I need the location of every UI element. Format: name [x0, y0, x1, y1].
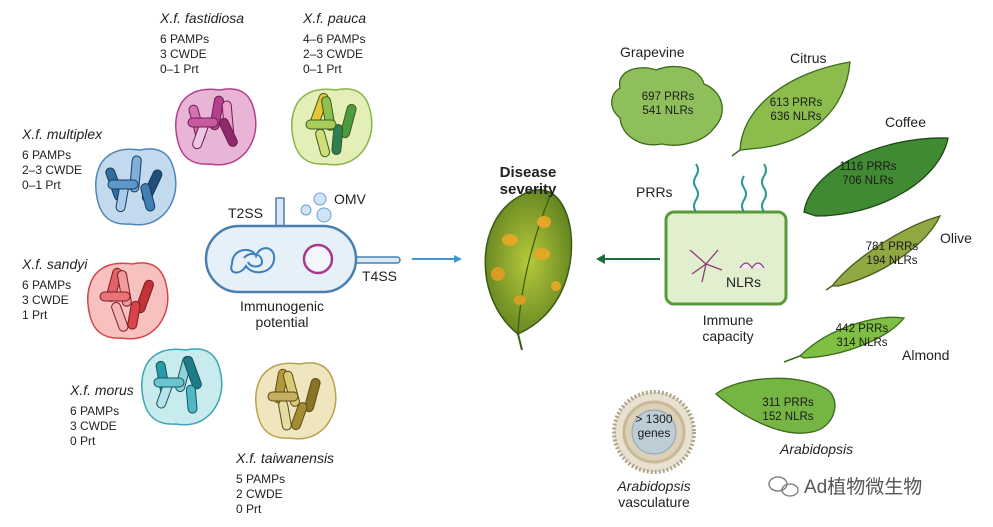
leaf-citrus [739, 61, 851, 151]
cluster-multiplex [95, 148, 177, 226]
species-name: X.f. multiplex [22, 126, 103, 142]
arrow-from-immune [596, 254, 660, 264]
stat-line: 6 PAMPs [70, 404, 120, 418]
prr-count: 311 PRRs [762, 397, 814, 409]
watermark-text: Ad植物微生物 [804, 477, 923, 498]
host-name-coffee: Coffee [885, 114, 926, 130]
cluster-pauca [291, 88, 373, 166]
caption-line: vasculature [618, 494, 690, 510]
stat-line: 3 CWDE [160, 47, 207, 61]
diseased-leaf [484, 189, 573, 351]
stat-line: 3 CWDE [70, 419, 117, 433]
host-name-arabidopsis: Arabidopsis [780, 441, 854, 457]
vasculature-caption: Arabidopsis vasculature [604, 478, 704, 510]
stat-line: 3 CWDE [22, 293, 69, 307]
bacterial-cell [204, 192, 401, 294]
species-name: X.f. pauca [303, 10, 367, 26]
host-name-almond: Almond [902, 347, 950, 363]
leaf-almond [798, 316, 906, 359]
pathogen-morus: X.f. morus 6 PAMPs 3 CWDE 0 Prt [70, 382, 134, 449]
plant-cell-graphic [664, 163, 788, 306]
caption-line: capacity [702, 328, 754, 344]
title-line: severity [499, 181, 557, 198]
cluster-taiwanensis [255, 362, 337, 440]
caption-line: Immune [702, 312, 754, 328]
arrow-to-disease [412, 255, 462, 263]
nlr-count: 636 NLRs [770, 111, 822, 123]
stat-line: 4–6 PAMPs [303, 32, 366, 46]
stat-line: 0 Prt [236, 502, 262, 516]
stat-line: 0–1 Prt [160, 62, 199, 76]
cluster-fastidiosa [175, 88, 257, 166]
cluster-morus [141, 348, 223, 426]
t4ss-label: T4SS [362, 268, 398, 284]
stat-line: 1 Prt [22, 308, 48, 322]
stat-line: 2–3 CWDE [303, 47, 364, 61]
immunogenic-caption: Immunogenic potential [232, 298, 332, 330]
leaf-counts-citrus: 613 PRRs 636 NLRs [756, 96, 836, 124]
pathogen-fastidiosa: X.f. fastidiosa 6 PAMPs 3 CWDE 0–1 Prt [160, 10, 244, 77]
host-name-olive: Olive [940, 230, 972, 246]
nlr-count: 194 NLRs [866, 255, 918, 267]
disease-severity-title: Disease severity [488, 164, 568, 198]
nlr-count: 314 NLRs [836, 337, 888, 349]
prr-count: 781 PRRs [865, 241, 919, 253]
species-name: X.f. fastidiosa [160, 10, 245, 26]
caption-line: potential [255, 314, 309, 330]
cluster-sandyi [87, 262, 169, 340]
stat-line: 0–1 Prt [303, 62, 342, 76]
stat-line: 6 PAMPs [22, 148, 72, 162]
title-line: Disease [499, 164, 557, 181]
leaf-counts-arabidopsis: 311 PRRs 152 NLRs [748, 396, 828, 424]
genes-line: > 1300 [635, 412, 673, 426]
prr-count: 613 PRRs [769, 97, 823, 109]
leaf-counts-olive: 781 PRRs 194 NLRs [852, 240, 932, 268]
stat-line: 6 PAMPs [160, 32, 210, 46]
stat-line: 0 Prt [70, 434, 96, 448]
leaf-arabidopsis [714, 377, 836, 434]
pathogen-sandyi: X.f. sandyi 6 PAMPs 3 CWDE 1 Prt [22, 256, 87, 323]
t2ss-label: T2SS [228, 205, 264, 221]
host-name-grapevine: Grapevine [620, 44, 685, 60]
leaf-coffee [803, 137, 949, 217]
leaf-counts-coffee: 1116 PRRs 706 NLRs [828, 160, 908, 188]
immune-capacity-caption: Immune capacity [678, 312, 778, 344]
omv-label: OMV [334, 191, 366, 207]
vasculature-graphic [612, 390, 696, 474]
stat-line: 2–3 CWDE [22, 163, 83, 177]
pathogen-pauca: X.f. pauca 4–6 PAMPs 2–3 CWDE 0–1 Prt [303, 10, 366, 77]
prrs-label: PRRs [636, 184, 673, 200]
stat-line: 0–1 Prt [22, 178, 61, 192]
nlrs-label: NLRs [726, 274, 762, 290]
leaf-grapevine [611, 65, 723, 146]
caption-line: Arabidopsis [617, 478, 691, 494]
stat-line: 2 CWDE [236, 487, 283, 501]
prr-count: 697 PRRs [641, 91, 695, 103]
leaf-counts-almond: 442 PRRs 314 NLRs [822, 322, 902, 350]
species-name: X.f. sandyi [22, 256, 88, 272]
host-name-citrus: Citrus [790, 50, 827, 66]
nlr-count: 152 NLRs [762, 411, 814, 423]
genes-line: genes [637, 426, 671, 440]
pathogen-taiwanensis: X.f. taiwanensis 5 PAMPs 2 CWDE 0 Prt [236, 450, 334, 517]
leaf-counts-grapevine: 697 PRRs 541 NLRs [628, 90, 708, 118]
vasculature-genes: > 1300 genes [624, 412, 684, 440]
watermark-icon [768, 476, 799, 497]
species-name: X.f. morus [70, 382, 134, 398]
species-name: X.f. taiwanensis [236, 450, 335, 466]
prr-count: 442 PRRs [835, 323, 889, 335]
stat-line: 6 PAMPs [22, 278, 72, 292]
pathogen-multiplex: X.f. multiplex 6 PAMPs 2–3 CWDE 0–1 Prt [22, 126, 102, 193]
nlr-count: 541 NLRs [642, 105, 694, 117]
stat-line: 5 PAMPs [236, 472, 286, 486]
nlr-count: 706 NLRs [842, 175, 894, 187]
caption-line: Immunogenic [239, 298, 325, 314]
leaf-olive [830, 214, 942, 287]
prr-count: 1116 PRRs [839, 161, 897, 173]
